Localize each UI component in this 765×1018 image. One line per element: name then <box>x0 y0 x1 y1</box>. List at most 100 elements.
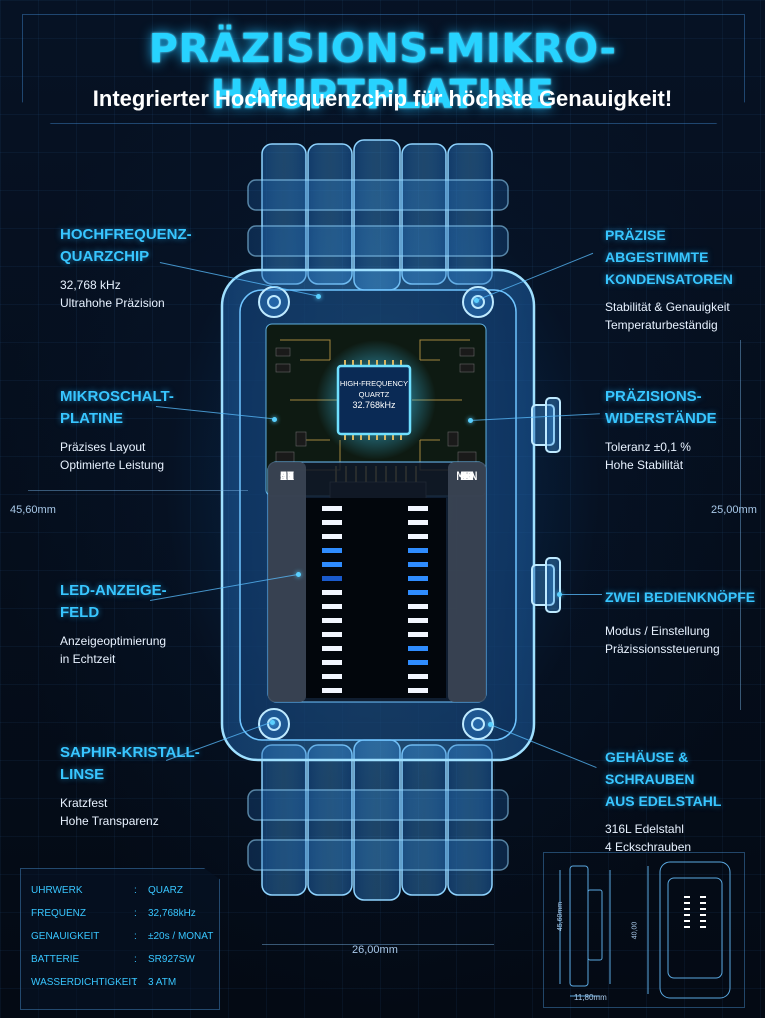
minute-label: 08 <box>460 469 474 483</box>
hour-label: 05 <box>280 469 294 483</box>
hour-label: 04 <box>280 469 294 483</box>
callout-desc-2: in Echtzeit <box>60 652 116 666</box>
callout-head-2: LINSE <box>60 766 105 783</box>
leader-dot <box>316 294 321 299</box>
hour-label: 01 <box>280 469 294 483</box>
chip-line-2: QUARTZ <box>358 390 390 399</box>
callout-desc-1: Präzises Layout <box>60 440 146 454</box>
callout-desc-2: Präzissionssteuerung <box>605 642 720 656</box>
callout-head-1: ZWEI BEDIENKNÖPFE <box>605 589 756 605</box>
callout-desc-2: Hohe Transparenz <box>60 814 159 828</box>
spec-separator: : <box>134 885 137 896</box>
minute-label: 40 <box>460 469 474 483</box>
chip-line-3: 32.768kHz <box>352 400 396 410</box>
chip-line-1: HIGH-FREQUENCY <box>339 379 409 388</box>
page-title: PRÄZISIONS-MIKRO-HAUPTPLATINE <box>148 26 617 118</box>
spec-key: FREQUENZ <box>31 908 86 919</box>
callout-desc: Anzeigeoptimierung in Echtzeit <box>60 632 230 668</box>
callout-desc-1: Toleranz ±0,1 % <box>605 440 691 454</box>
callout-desc: 316L Edelstahl 4 Eckschrauben <box>605 820 765 856</box>
hour-label: HR <box>280 469 294 483</box>
callout-head-1: HOCHFREQUENZ- <box>60 226 192 243</box>
minute-label: 09 <box>460 469 474 483</box>
spec-key: WASSERDICHTIGKEIT <box>31 977 138 988</box>
callout-resistors: PRÄZISIONS- WIDERSTÄNDE Toleranz ±0,1 %H… <box>605 386 765 474</box>
spec-value: ±20s / MONAT <box>148 931 214 942</box>
minute-label: 06 <box>460 469 474 483</box>
minute-label: 02 <box>460 469 474 483</box>
minute-label: 07 <box>460 469 474 483</box>
hour-label: 11 <box>280 469 294 483</box>
hour-label: 07 <box>280 469 294 483</box>
callout-head-2: FELD <box>60 604 100 621</box>
leader-dot <box>488 722 493 727</box>
spec-separator: : <box>134 931 137 942</box>
callout-desc-2: Hohe Stabilität <box>605 458 684 472</box>
hour-label: HR <box>280 469 294 483</box>
minute-label: 50 <box>460 469 474 483</box>
hour-label: AM <box>280 469 294 483</box>
title-frame <box>22 14 745 124</box>
leader-dot <box>468 418 473 423</box>
callout-led-display: LED-ANZEIGE- FELD Anzeigeoptimierung in E… <box>60 580 230 668</box>
bp-face-label: 40,00 <box>631 921 639 940</box>
spec-key: BATTERIE <box>31 954 80 965</box>
callout-desc-2: 4 Eckschrauben <box>605 840 692 854</box>
dim-line-right <box>740 340 741 710</box>
callout-case-screws: GEHÄUSE & SCHRAUBEN AUS EDELSTAHL 316L E… <box>605 746 765 856</box>
minute-label: 05 <box>460 469 474 483</box>
callout-head-1: LED-ANZEIGE- <box>60 582 167 599</box>
callout-desc-1: Anzeigeoptimierung <box>60 634 167 648</box>
spec-value: 3 ATM <box>148 977 177 988</box>
callout-head-2: QUARZCHIP <box>60 248 150 265</box>
callout-head-2: PLATINE <box>60 410 124 427</box>
callout-desc-1: Stabilität & Genauigkeit <box>605 300 730 314</box>
dim-label-left: 45,60mm <box>10 504 56 516</box>
callout-head-1: PRÄZISE ABGESTIMMTE <box>605 227 709 265</box>
spec-separator: : <box>134 977 137 988</box>
callout-desc-1: 32,768 kHz <box>60 278 121 292</box>
hour-label: 12 <box>280 469 294 483</box>
callout-desc-1: 316L Edelstahl <box>605 822 684 836</box>
spec-separator: : <box>134 908 137 919</box>
hour-label: DT <box>280 469 294 483</box>
bracelet-bottom <box>247 739 509 901</box>
callout-head-2: AUS EDELSTAHL <box>605 793 722 809</box>
callout-head-1: MIKROSCHALT- <box>60 388 174 405</box>
minute-label: 01 <box>460 469 474 483</box>
callout-desc-2: Ultrahohe Präzision <box>60 296 165 310</box>
bp-width-label: 11,80mm <box>574 993 607 1002</box>
callout-head-2: KONDENSATOREN <box>605 271 733 287</box>
minute-label: 10 <box>460 469 474 483</box>
spec-key: GENAUIGKEIT <box>31 931 100 942</box>
callout-head-1: PRÄZISIONS- <box>605 388 702 405</box>
dim-label-bottom: 26,00mm <box>352 944 398 956</box>
led-column-minutes <box>408 506 428 693</box>
minute-label: MIN <box>456 469 478 483</box>
leader-dot <box>474 298 479 303</box>
hour-label: 09 <box>280 469 294 483</box>
minute-label: 30 <box>460 469 474 483</box>
spec-separator: : <box>134 954 137 965</box>
leader-dot <box>272 417 277 422</box>
dim-label-right: 25,00mm <box>711 504 757 516</box>
callout-desc-2: Optimierte Leistung <box>60 458 165 472</box>
callout-desc-1: Modus / Einstellung <box>605 624 710 638</box>
hour-label: 08 <box>280 469 294 483</box>
quartz-chip <box>336 364 412 436</box>
minute-label: 04 <box>460 469 474 483</box>
minute-label: 03 <box>460 469 474 483</box>
hour-label: 06 <box>280 469 294 483</box>
crown-buttons <box>531 397 561 613</box>
blueprint-drawings <box>559 861 731 999</box>
blueprint-panel: 45,60mm 40,00 11,80mm <box>543 852 745 1008</box>
